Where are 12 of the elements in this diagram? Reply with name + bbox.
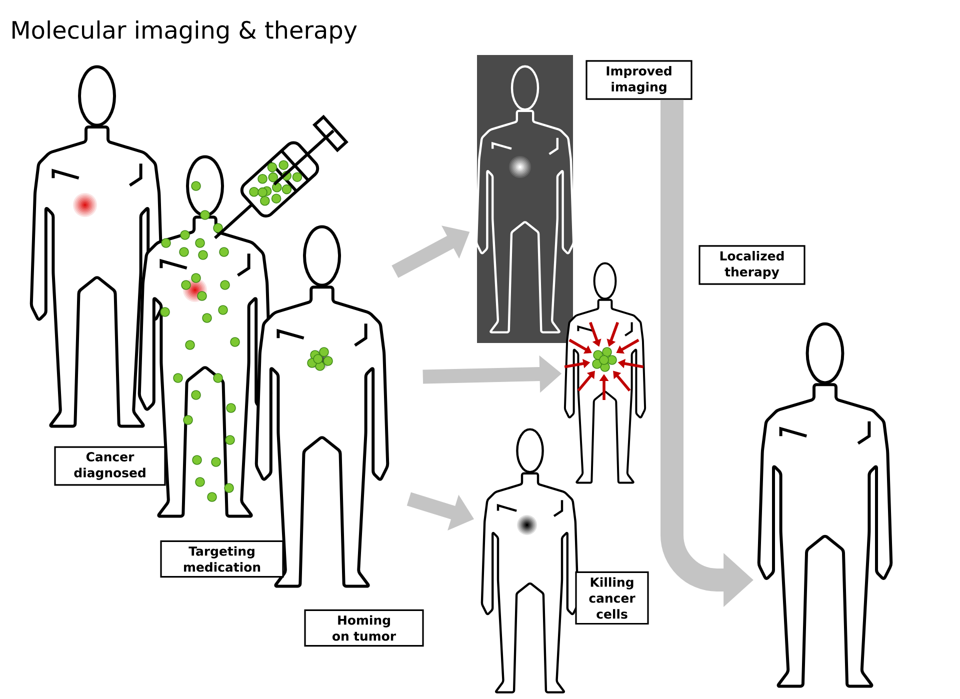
person-drawing [30,65,164,428]
label-box: Improved imaging [586,60,692,100]
label-box: Localized therapy [698,245,806,285]
title: Molecular imaging & therapy [12,20,357,44]
person-drawing [564,262,646,484]
person-drawing [757,322,893,688]
person-drawing [480,428,580,694]
label-box: Targeting medication [160,540,284,578]
label-box: Cancer diagnosed [54,446,166,486]
scan-image [475,55,575,343]
label-box: Killing cancer cells [575,571,649,625]
label-box: Homing on tumor [304,609,424,647]
